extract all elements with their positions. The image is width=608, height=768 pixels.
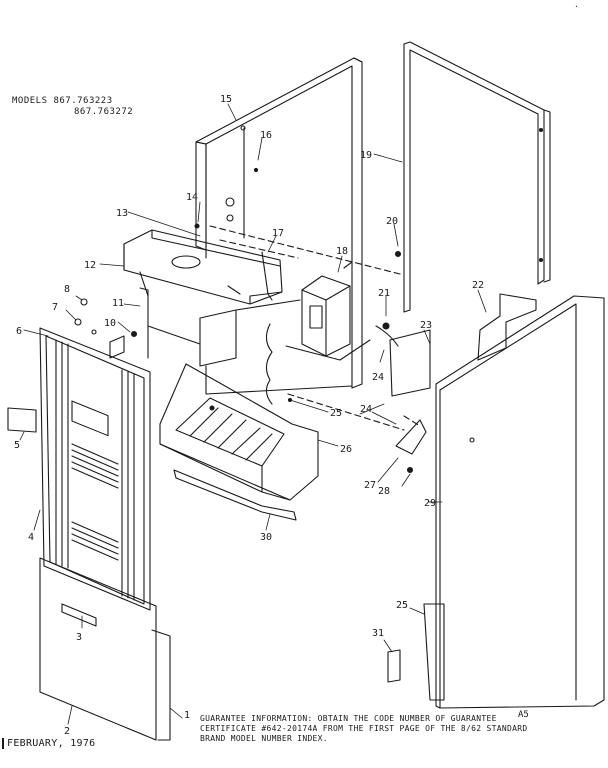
divider-panel bbox=[477, 293, 537, 361]
callout-20: 20 bbox=[386, 216, 398, 227]
callout-5: 5 bbox=[14, 440, 20, 451]
callout-8: 8 bbox=[64, 284, 70, 295]
callout-18: 18 bbox=[336, 246, 348, 257]
page-tag: A5 bbox=[518, 710, 529, 720]
blower-housing bbox=[139, 287, 353, 395]
base-plate bbox=[173, 469, 297, 521]
callout-23: 23 bbox=[420, 320, 432, 331]
callout-29: 29 bbox=[424, 498, 436, 509]
wiring bbox=[265, 323, 399, 405]
front-door-frame bbox=[39, 327, 151, 611]
rear-panel bbox=[195, 57, 363, 389]
callout-24-a: 24 bbox=[372, 372, 384, 383]
publication-date: FEBRUARY, 1976 bbox=[2, 738, 96, 749]
door-side-strip bbox=[151, 629, 171, 741]
small-parts bbox=[7, 223, 445, 701]
callout-4: 4 bbox=[28, 532, 34, 543]
callout-6: 6 bbox=[16, 326, 22, 337]
top-plenum-panel bbox=[123, 229, 283, 305]
models-label: MODELS bbox=[12, 96, 48, 106]
callout-26: 26 bbox=[340, 444, 352, 455]
callout-25-a: 25 bbox=[330, 408, 342, 419]
callout-14: 14 bbox=[186, 192, 198, 203]
model-number-1: 867.763223 bbox=[53, 96, 113, 106]
wiring-guide-lines bbox=[209, 225, 421, 431]
callout-3: 3 bbox=[76, 632, 82, 643]
support-bracket bbox=[261, 251, 273, 301]
callout-2: 2 bbox=[64, 726, 70, 737]
callout-31: 31 bbox=[372, 628, 384, 639]
burner-assembly bbox=[159, 363, 319, 501]
callout-labels: 1 2 3 4 5 6 7 8 10 11 12 13 14 15 16 17 … bbox=[14, 94, 484, 737]
outer-casing-panel bbox=[435, 295, 605, 709]
guarantee-note: GUARANTEE INFORMATION: OBTAIN THE CODE N… bbox=[200, 714, 528, 743]
callout-22: 22 bbox=[472, 280, 484, 291]
control-box bbox=[285, 261, 371, 361]
callout-16: 16 bbox=[260, 130, 272, 141]
bottom-access-door bbox=[39, 557, 157, 741]
callout-30: 30 bbox=[260, 532, 272, 543]
callout-11: 11 bbox=[112, 298, 124, 309]
callout-1: 1 bbox=[184, 710, 190, 721]
right-side-panel bbox=[403, 41, 551, 313]
callout-24-b: 24 bbox=[360, 404, 372, 415]
callout-15: 15 bbox=[220, 94, 232, 105]
leader-lines bbox=[19, 103, 487, 725]
callout-7: 7 bbox=[52, 302, 58, 313]
model-number-2: 867.763272 bbox=[74, 107, 134, 117]
callout-17: 17 bbox=[272, 228, 284, 239]
callout-21: 21 bbox=[378, 288, 390, 299]
callout-25-b: 25 bbox=[396, 600, 408, 611]
callout-12: 12 bbox=[84, 260, 96, 271]
callout-13: 13 bbox=[116, 208, 128, 219]
callout-27: 27 bbox=[364, 480, 376, 491]
callout-28: 28 bbox=[378, 486, 390, 497]
corner-mark: . bbox=[574, 0, 579, 9]
callout-19: 19 bbox=[360, 150, 372, 161]
callout-10: 10 bbox=[104, 318, 116, 329]
